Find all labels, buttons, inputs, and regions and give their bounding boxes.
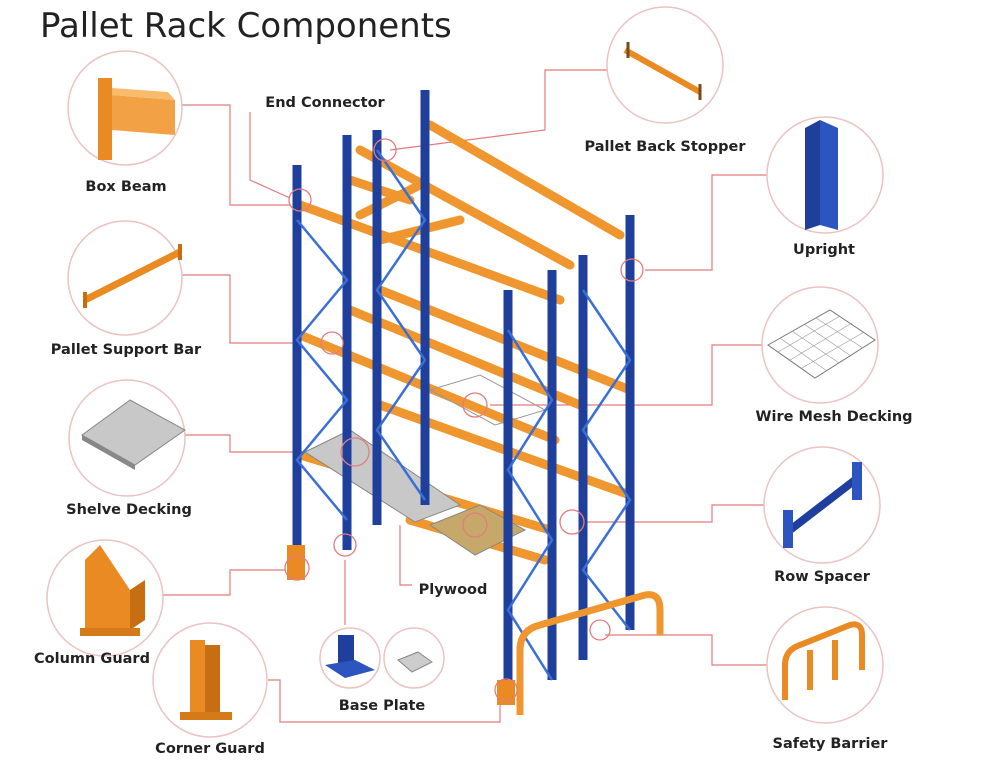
safety-barrier: [516, 591, 664, 715]
label-box-beam: Box Beam: [85, 179, 167, 195]
callout-safety-barrier: [605, 634, 768, 666]
label-row-spacer: Row Spacer: [774, 569, 870, 585]
circle-safety-barrier: [766, 606, 884, 724]
label-pallet-support-bar: Pallet Support Bar: [50, 342, 202, 358]
label-column-guard: Column Guard: [34, 651, 150, 667]
label-end-connector: End Connector: [265, 95, 385, 111]
label-upright: Upright: [793, 242, 855, 258]
callout-pallet-back-stopper: [389, 69, 608, 151]
thumb-safety-barrier: [782, 621, 865, 700]
thumb-shelve-decking: [81, 399, 186, 470]
thumb-box-beam: [98, 78, 175, 160]
callout-row-spacer: [585, 504, 765, 523]
callout-pallet-support-bar: [182, 274, 300, 344]
label-pallet-back-stopper: Pallet Back Stopper: [584, 139, 746, 155]
highlight-circles: [284, 138, 644, 702]
circle-pallet-back-stopper: [606, 6, 724, 124]
callout-upright: [645, 174, 768, 271]
callout-box-beam: [182, 104, 290, 206]
thumb-upright: [805, 120, 838, 230]
callout-column-guard: [162, 569, 285, 596]
back-stopper-beam: [425, 120, 625, 240]
label-corner-guard: Corner Guard: [155, 741, 265, 757]
thumb-pallet-support-bar: [83, 244, 182, 308]
callout-shelve-decking: [185, 434, 345, 453]
label-plywood: Plywood: [418, 582, 488, 598]
page-title: Pallet Rack Components: [40, 6, 452, 46]
thumb-base-plate: [325, 635, 433, 678]
thumb-column-guard: [80, 545, 145, 636]
thumb-wire-mesh: [767, 309, 876, 379]
callout-end-connector: [249, 112, 291, 199]
plywood: [428, 504, 527, 556]
circle-wire-mesh: [761, 286, 879, 404]
callout-corner-guard: [268, 679, 501, 723]
rack-uprights: [292, 90, 635, 700]
thumb-row-spacer: [783, 462, 862, 548]
shelve-decking: [303, 429, 462, 523]
label-base-plate: Base Plate: [338, 698, 426, 714]
thumb-pallet-back-stopper: [623, 42, 702, 100]
label-wire-mesh-decking: Wire Mesh Decking: [755, 409, 913, 425]
callout-plywood: [399, 525, 412, 586]
beam: [355, 145, 575, 270]
thumb-corner-guard: [180, 640, 232, 720]
corner-guard: [497, 680, 515, 705]
column-guard: [287, 545, 305, 580]
callout-lines: [162, 69, 768, 723]
label-safety-barrier: Safety Barrier: [772, 736, 888, 752]
label-shelve-decking: Shelve Decking: [66, 502, 192, 518]
component-circles: [46, 6, 884, 738]
